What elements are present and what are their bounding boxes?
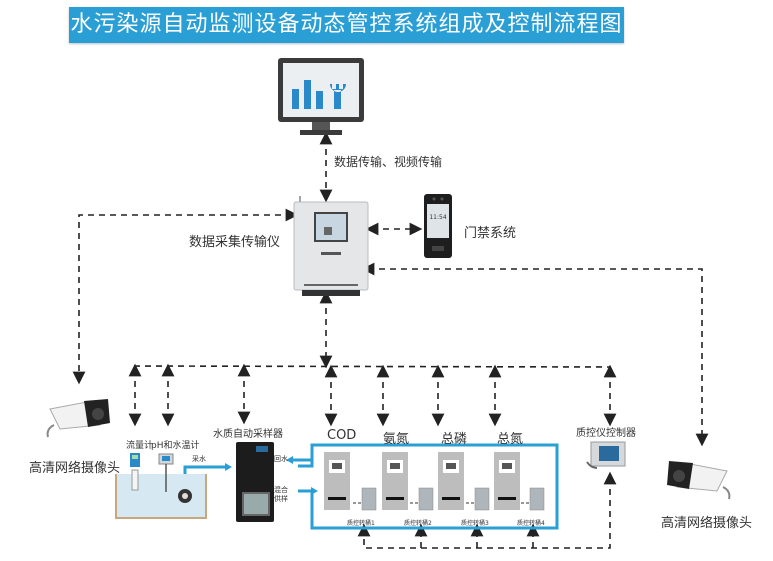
mix-label-1: 混合	[274, 486, 288, 494]
qc-controller-icon	[586, 441, 626, 469]
qc-bucket-3	[474, 487, 490, 511]
device-bus	[133, 365, 611, 368]
analyzer-label-nh3n: 氨氮	[383, 432, 410, 447]
flow-meter-label: 流量计	[126, 441, 154, 451]
bullet-camera-icon	[46, 399, 110, 438]
qc-bucket-label-1: 质控转桶1	[347, 520, 375, 527]
data-logger-icon	[293, 196, 369, 296]
mix-label-2: 供样	[274, 495, 288, 503]
qc-bucket-label-2: 质控转桶2	[404, 520, 432, 527]
analyzer-label-cod: COD	[327, 428, 357, 443]
qc-bucket-1	[361, 487, 377, 511]
link-logger-camera-right	[361, 262, 709, 447]
link-qc-buckets	[357, 471, 617, 549]
analyzer-cabinets	[324, 452, 545, 511]
analyzer-cabinet-cod	[324, 452, 350, 510]
analyzer-label-tp: 总磷	[441, 432, 468, 447]
pipe-analyzer-loop	[298, 443, 559, 530]
return-label: 回水	[274, 455, 288, 463]
bullet-camera-icon	[667, 461, 731, 500]
sampler-label: 水质自动采样器	[213, 429, 283, 440]
water-tank-icon	[115, 453, 207, 519]
qc-bucket-label-4: 质控转桶4	[517, 520, 545, 527]
camera-right-label: 高清网络摄像头	[661, 516, 753, 531]
qc-bucket-2	[418, 487, 434, 511]
access-control-label: 门禁系统	[464, 226, 517, 241]
qc-bucket-4	[529, 487, 545, 511]
ph-meter-label: pH和水温计	[151, 441, 200, 451]
analyzer-cabinet-tp	[438, 452, 464, 510]
transmission-label: 数据传输、视频传输	[334, 155, 443, 169]
face-recognition-terminal-icon: 11:54	[424, 194, 452, 258]
intake-label: 采水	[192, 455, 206, 463]
svg-text:11:54: 11:54	[429, 214, 446, 221]
analyzer-cabinet-nh3n	[382, 452, 408, 510]
data-logger-label: 数据采集传输仪	[189, 235, 281, 250]
monitor-chart-wrench-icon	[278, 58, 364, 135]
camera-left-label: 高清网络摄像头	[29, 461, 121, 476]
analyzer-cabinet-tn	[494, 452, 520, 510]
link-logger-camera-left	[72, 208, 299, 385]
qc-bucket-label-3: 质控转桶3	[461, 520, 489, 527]
qc-controller-label: 质控仪控制器	[576, 428, 636, 439]
diagram-title: 水污染源自动监测设备动态管控系统组成及控制流程图	[69, 7, 624, 43]
analyzer-label-tn: 总氮	[497, 432, 524, 447]
water-sampler-icon	[236, 442, 274, 522]
